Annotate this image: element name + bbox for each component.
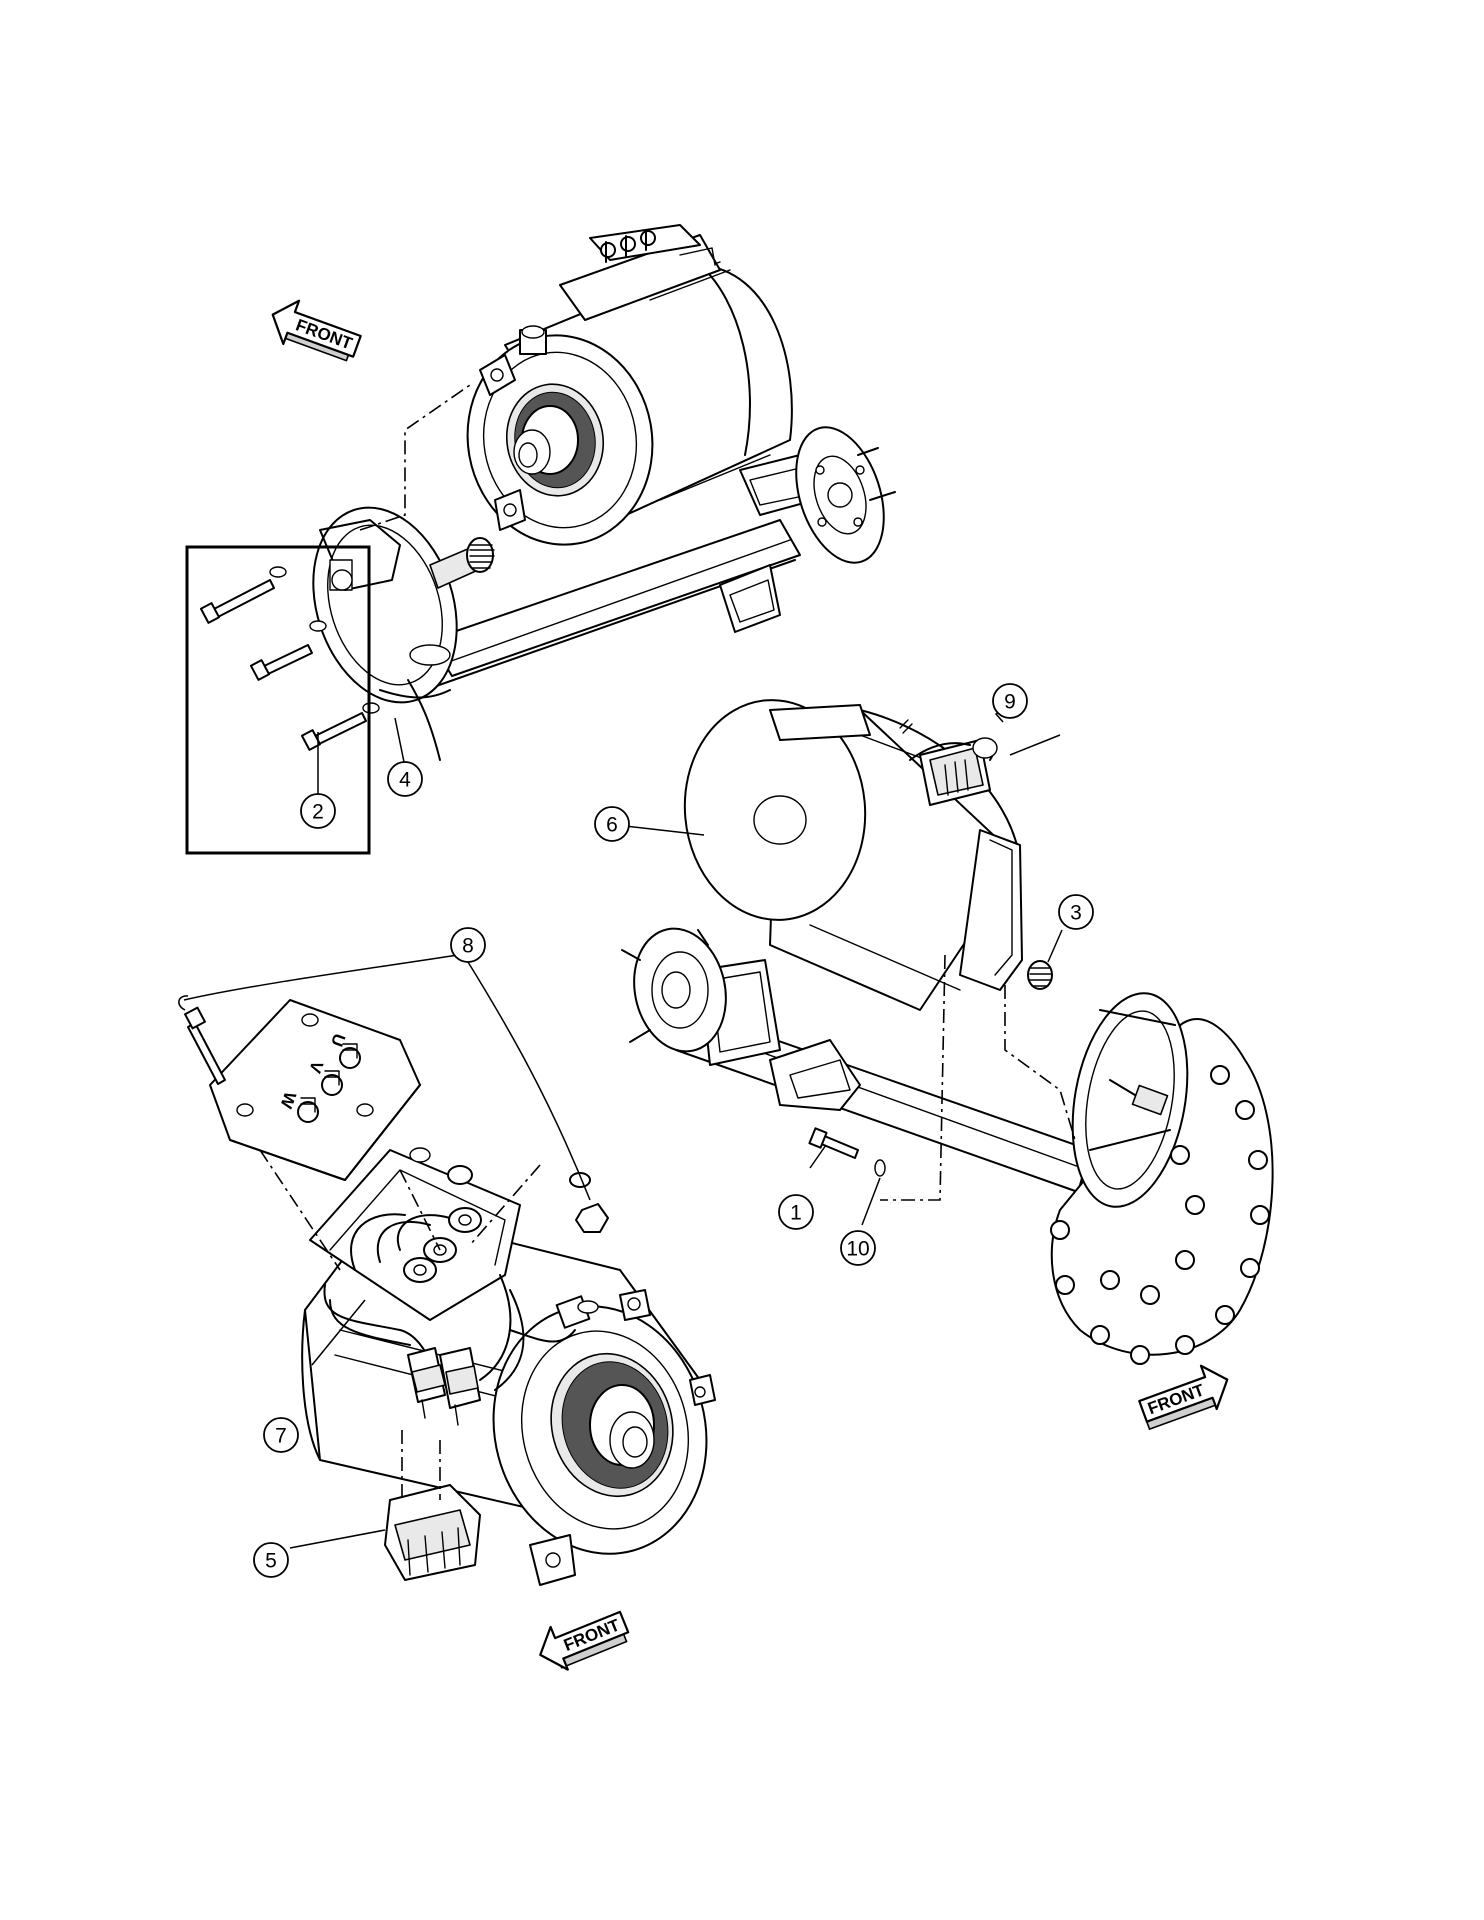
callout-10: 10 [840, 1230, 876, 1266]
callout-3-label: 3 [1070, 902, 1082, 925]
highlight-box [185, 545, 371, 855]
front-arrow-bottom: FRONT [539, 1610, 630, 1671]
right-gearbox-housing [1050, 992, 1274, 1365]
right-motor-body [683, 699, 1023, 1011]
bottom-connectors [407, 1347, 481, 1426]
bottom-alignment-line-c [469, 1164, 541, 1246]
top-alignment-line [359, 384, 471, 531]
callout-2: 2 [300, 793, 336, 829]
callout-10-label: 10 [846, 1238, 869, 1261]
bottom-screw-leader [178, 995, 189, 1011]
bottom-motor-assembly: U V W [178, 995, 716, 1586]
callout-1: 1 [778, 1194, 814, 1230]
callout-5-label: 5 [265, 1550, 277, 1573]
callout-8: 8 [450, 927, 486, 963]
front-arrow-right: FRONT [1138, 1364, 1229, 1430]
leader-lines [183, 704, 1063, 1549]
right-axle-tube [621, 927, 1091, 1193]
right-bolt-and-washer [808, 1127, 886, 1177]
callout-9: 9 [992, 683, 1028, 719]
top-motor-body [466, 224, 793, 546]
bottom-connector-plug [384, 1484, 481, 1581]
bottom-alignment-line-d [401, 1430, 441, 1500]
callout-9-label: 9 [1004, 691, 1016, 714]
callout-7-label: 7 [275, 1425, 287, 1448]
terminal-label-w: W [276, 1089, 300, 1111]
terminal-label-u: U [327, 1031, 349, 1049]
callout-7: 7 [263, 1417, 299, 1453]
callout-1-label: 1 [790, 1202, 802, 1225]
bottom-terminal-cover: U V W [209, 999, 421, 1181]
top-small-gear [466, 537, 495, 573]
front-arrow-top: FRONT [271, 299, 362, 362]
top-axle-tube [424, 426, 896, 691]
top-motor-assembly [185, 224, 896, 855]
right-small-gear [1027, 960, 1053, 990]
bottom-alignment-line-b [399, 1169, 441, 1251]
bottom-terminal-block [309, 1149, 576, 1391]
callout-4-label: 4 [399, 769, 411, 792]
callout-4: 4 [387, 761, 423, 797]
callout-6-label: 6 [606, 814, 618, 837]
callout-6: 6 [594, 806, 630, 842]
callout-2-label: 2 [312, 801, 324, 824]
right-alignment-line-b [1004, 985, 1076, 1141]
callout-3: 3 [1058, 894, 1094, 930]
top-bolts [199, 566, 380, 751]
top-gearbox-plate [312, 506, 493, 761]
callout-5: 5 [253, 1542, 289, 1578]
callout-8-label: 8 [462, 935, 474, 958]
bottom-alignment-line-a [259, 1149, 341, 1271]
bottom-screw-and-washers [184, 1006, 609, 1233]
right-alignment-line-a [880, 954, 946, 1201]
right-motor-assembly [621, 699, 1274, 1365]
